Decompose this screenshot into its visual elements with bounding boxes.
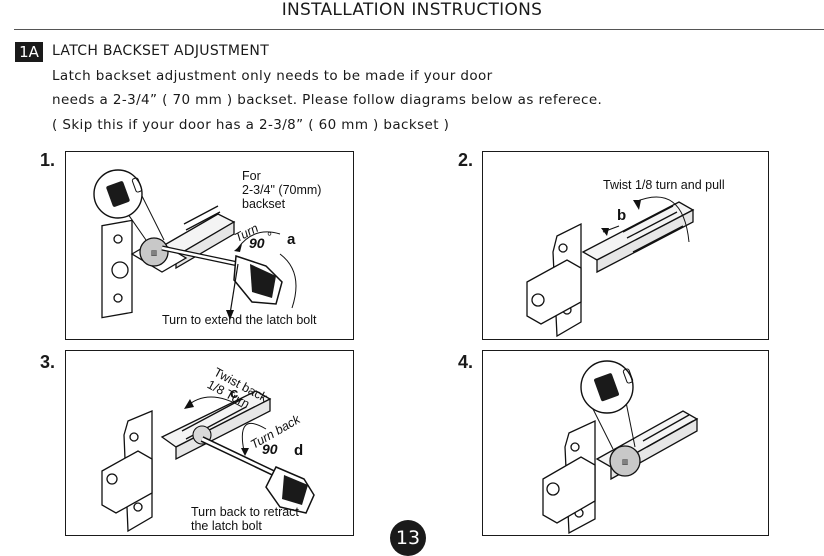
step-2-panel: Twist 1/8 turn and pull b [482, 151, 769, 340]
step-1-for-label: For 2-3/4" (70mm) backset [242, 169, 322, 211]
intro-line-1: Latch backset adjustment only needs to b… [52, 68, 493, 84]
step-2-diagram [526, 196, 695, 338]
page-header-title: INSTALLATION INSTRUCTIONS [281, 0, 543, 20]
step-3-diagram [101, 390, 315, 533]
step-4-diagram: ▥ [542, 360, 699, 535]
step-1-caption: Turn to extend the latch bolt [162, 313, 317, 327]
step-1-callout-a: a [287, 231, 296, 248]
step-2-number: 2. [458, 150, 474, 170]
step-4-number: 4. [458, 352, 474, 372]
step-3-number: 3. [40, 352, 56, 372]
step-2-caption: Twist 1/8 turn and pull [603, 178, 725, 192]
step-1-diagram: ▥ [93, 169, 297, 320]
step-2-callout-b: b [617, 207, 627, 224]
header-divider [14, 29, 824, 30]
step-3-degrees-label: 90 [262, 441, 278, 457]
step-4-panel: ▥ [482, 350, 769, 536]
svg-text:▥: ▥ [622, 458, 629, 466]
step-1-degree-mark: ° [267, 230, 272, 244]
step-1-degrees-label: 90 [249, 235, 265, 251]
intro-line-2: needs a 2-3/4” ( 70 mm ) backset. Please… [52, 92, 603, 108]
step-3-callout-d: d [294, 442, 304, 459]
step-1-number: 1. [40, 150, 56, 170]
step-3-caption: Turn back to retract the latch bolt [191, 505, 299, 533]
section-title: LATCH BACKSET ADJUSTMENT [52, 43, 270, 59]
step-3-callout-c: c [230, 385, 239, 402]
svg-text:▥: ▥ [151, 249, 158, 257]
section-badge: 1A [15, 42, 43, 62]
step-3-panel: Twist back 1/8 Turn c Turn back 90 d Tur… [65, 350, 354, 536]
step-1-panel: ▥ For 2-3/4" (70mm) backset Turn 90 ° a … [65, 151, 354, 340]
page-number: 13 [390, 520, 426, 556]
intro-line-3: ( Skip this if your door has a 2-3/8” ( … [52, 117, 450, 133]
